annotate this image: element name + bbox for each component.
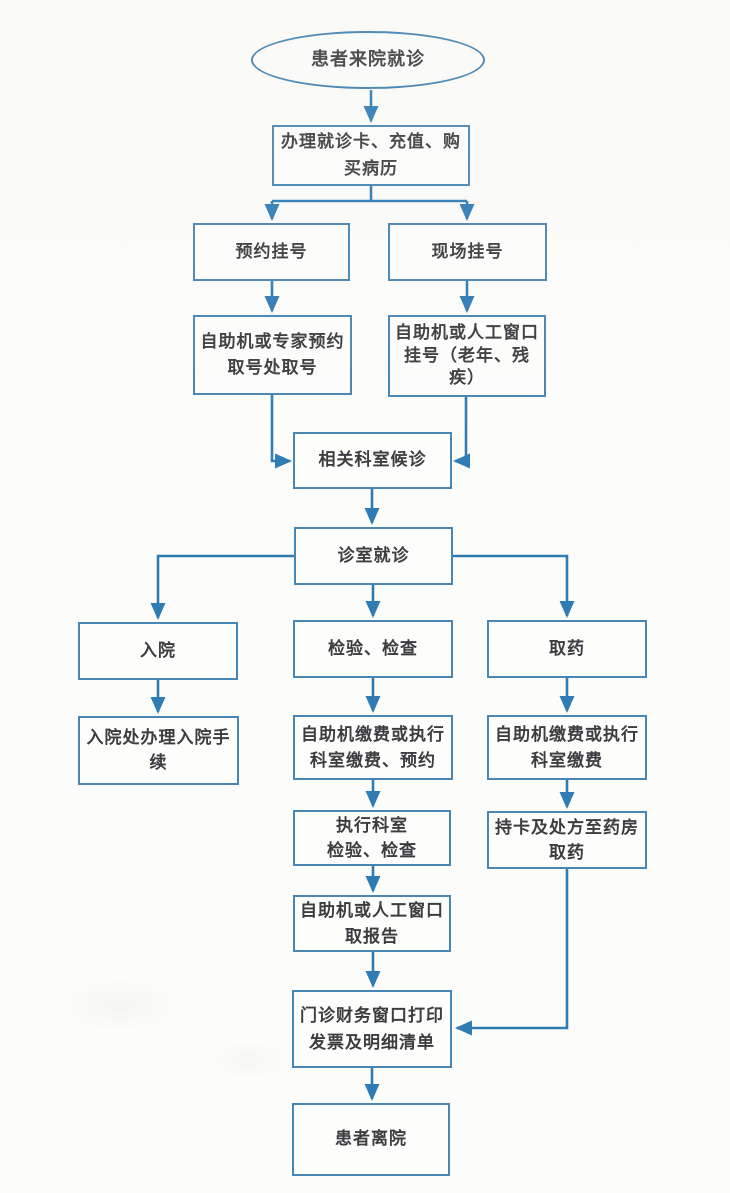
- node-onsite-register: 现场挂号: [388, 223, 547, 281]
- node-tests: 检验、检查: [293, 620, 453, 678]
- node-admission-procedure: 入院处办理入院手 续: [78, 716, 239, 785]
- node-pay-tests: 自助机缴费或执行 科室缴费、预约: [293, 715, 453, 780]
- edge-consult-room-dispense: [453, 554, 575, 618]
- node-dispense: 取药: [487, 620, 647, 678]
- node-get-report: 自助机或人工窗口 取报告: [293, 895, 451, 952]
- edge-consult-room-admission: [150, 554, 294, 620]
- node-pay-medicine: 自助机缴费或执行 科室缴费: [487, 715, 647, 780]
- edge-make-card-split: [272, 186, 467, 203]
- node-exec-dept-tests: 执行科室 检验、检查: [293, 810, 451, 866]
- node-appointment-register: 预约挂号: [193, 223, 350, 281]
- node-onsite-window: 自助机或人工窗口 挂号（老年、残 疾）: [388, 315, 546, 397]
- node-appointment-ticket: 自助机或专家预约 取号处取号: [193, 315, 352, 395]
- node-pharmacy-pickup: 持卡及处方至药房 取药: [487, 811, 647, 869]
- node-admission: 入院: [78, 622, 238, 680]
- node-consult-room: 诊室就诊: [294, 527, 453, 585]
- node-invoice-print: 门诊财务窗口打印 发票及明细清单: [292, 990, 452, 1068]
- edge-appointment-ticket-dept-waiting: [270, 395, 292, 469]
- node-make-card: 办理就诊卡、充值、购 买病历: [272, 125, 470, 186]
- edge-onsite-window-dept-waiting: [453, 397, 470, 469]
- node-start: 患者来院就诊: [251, 31, 485, 89]
- edge-pharmacy-invoice: [455, 869, 569, 1036]
- node-leave: 患者离院: [292, 1103, 450, 1176]
- node-dept-waiting: 相关科室候诊: [293, 432, 452, 489]
